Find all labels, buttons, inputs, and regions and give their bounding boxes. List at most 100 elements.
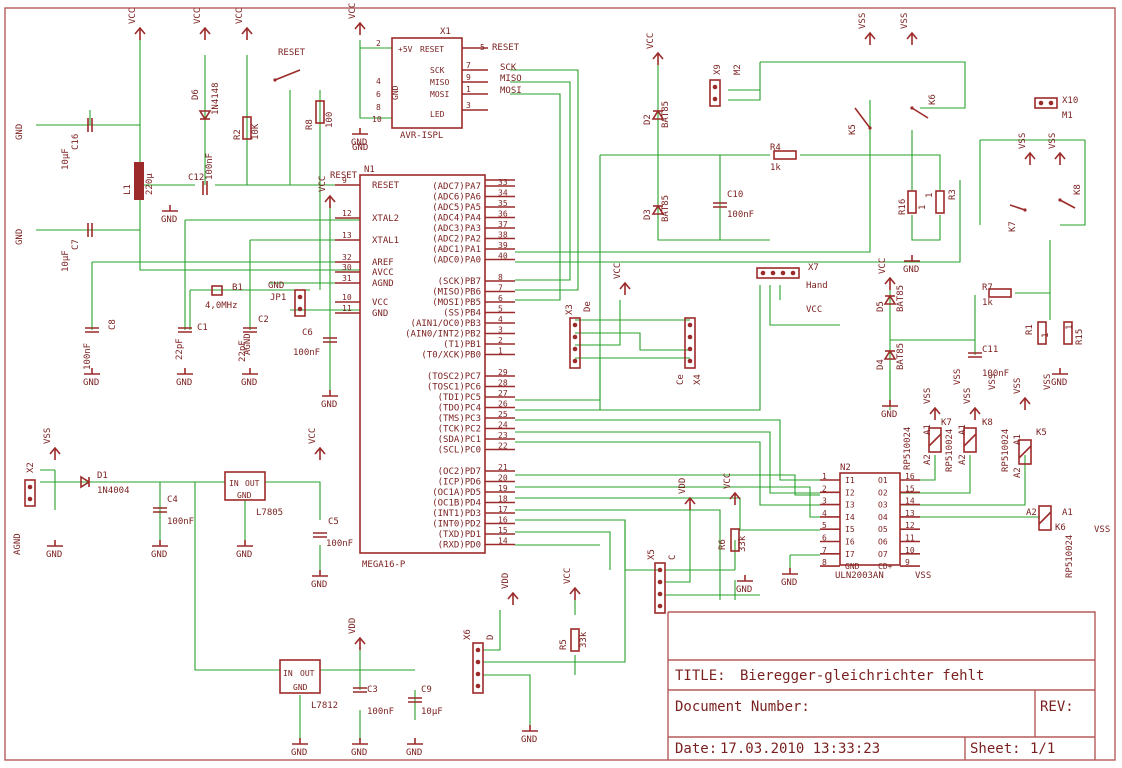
mcu-pin-sclpc0: (SCL)PC0	[438, 446, 481, 456]
mcu-left-pins: RESET9XTAL212XTAL113AREF32AVCC30AGND31VC…	[335, 176, 400, 319]
c5-ref: C5	[328, 517, 339, 527]
r5-value: 33k	[579, 631, 589, 648]
mcu-pin-int0pd2: (INT0)PD2	[432, 520, 481, 530]
regulator-l7805-label: L7805	[256, 508, 283, 518]
isp-pin-5v: +5V	[398, 45, 413, 54]
mcu-pin-num-38: 38	[498, 231, 508, 240]
c11-capacitor	[968, 352, 982, 358]
mcu-pin-num-2: 2	[498, 336, 503, 345]
gnd-l7805: GND	[236, 540, 253, 560]
vcc-isp-label: VCC	[348, 3, 358, 19]
mcu-pin-num-20: 20	[498, 474, 508, 483]
k6r-ref: K6	[1055, 523, 1066, 533]
mcu-pin-num-6: 6	[498, 294, 503, 303]
vcc-l1-label: VCC	[128, 8, 138, 24]
r16-resistor	[907, 190, 917, 214]
x7-hand-connector	[756, 267, 800, 279]
regulator-l7812: IN OUT GND L7812	[279, 659, 338, 711]
vss-k5-label: VSS	[858, 13, 868, 29]
c5-capacitor	[313, 532, 327, 538]
vss-k8r: VSS	[963, 388, 981, 420]
r16-ref: R16	[898, 199, 908, 215]
driver-vss: VSS	[915, 571, 931, 581]
driver-out-o2: O2	[878, 488, 888, 497]
mcu-pin-tckpc2: (TCK)PC2	[438, 425, 481, 435]
driver-in-i7: I7	[845, 550, 855, 559]
x10-ref: X10	[1062, 96, 1078, 106]
mcu-pin-num-1: 1	[498, 347, 503, 356]
svg-text:8: 8	[376, 103, 381, 112]
isp-pin-led: LED	[430, 110, 445, 119]
vcc-mcu-label: VCC	[318, 176, 328, 192]
isp-connector-x1: X1 +5V RESET SCK MISO MOSI GND LED AVR-I…	[352, 27, 522, 153]
driver-out-o3: O3	[878, 501, 888, 510]
k7-ref: K7	[1008, 221, 1018, 232]
svg-text:10: 10	[372, 115, 382, 124]
gnd-c1: GND	[176, 368, 193, 388]
mcu-pin-num-27: 27	[498, 389, 508, 398]
vss-k5r: VSS	[1013, 378, 1031, 410]
b1-ref: B1	[232, 283, 243, 293]
svg-text:1: 1	[466, 85, 471, 94]
vcc-r5-label: VCC	[563, 568, 573, 584]
mcu-pin-ain0int2pb2: (AIN0/INT2)PB2	[405, 330, 481, 340]
mcu-pin-num-31: 31	[342, 274, 352, 283]
svg-text:GND: GND	[293, 683, 308, 692]
isp-part: AVR-ISPL	[400, 131, 443, 141]
mcu-pin-vcc: VCC	[372, 298, 388, 308]
c8-ref: C8	[108, 319, 118, 330]
k6-contact	[910, 106, 929, 119]
mcu-pin-num-11: 11	[342, 304, 352, 313]
c11-vss: VSS	[953, 369, 963, 385]
d1-ref: D1	[97, 471, 108, 481]
x5-connector	[654, 562, 666, 614]
d6-diode	[198, 110, 212, 121]
svg-text:OUT: OUT	[245, 479, 260, 488]
gnd-c7: GND	[15, 229, 25, 245]
c1-value: 22pF	[175, 338, 185, 360]
r15-resistor	[1063, 321, 1073, 345]
mcu-pin-adc7pa7: (ADC7)PA7	[432, 182, 481, 192]
r8-resistor	[315, 100, 325, 124]
c1-ref: C1	[197, 323, 208, 333]
l1-inductor	[134, 162, 144, 200]
vdd-l7812: VDD	[348, 618, 366, 650]
r1-vss: VSS	[1043, 374, 1053, 390]
isp-net-reset: RESET	[492, 43, 520, 53]
mcu-pin-rxdpd0: (RXD)PD0	[438, 541, 481, 551]
mcu-pin-num-17: 17	[498, 505, 508, 514]
isp-pin-gnd: GND	[391, 85, 400, 100]
jp1-jumper	[294, 289, 306, 317]
mcu-pin-num-12: 12	[342, 209, 352, 218]
r3-resistor	[935, 190, 945, 214]
gnd-isp-label: GND	[351, 138, 367, 148]
k7-coil	[928, 427, 942, 453]
c9-ref: C9	[421, 685, 432, 695]
vss-k8-label: VSS	[1048, 133, 1058, 149]
reset-net-label: RESET	[330, 171, 358, 181]
regulator-l7812-label: L7812	[311, 701, 338, 711]
c12-value: 100nF	[205, 153, 215, 180]
a1-k7: A1	[923, 424, 933, 435]
mcu-pin-num-8: 8	[498, 273, 503, 282]
b1-crystal	[211, 285, 223, 296]
vdd-x6-label: VDD	[501, 573, 511, 589]
k8-coil	[963, 427, 977, 453]
vcc-d6-label: VCC	[193, 8, 203, 24]
m1-ref: M1	[1062, 111, 1073, 121]
gnd-isp: GND	[351, 128, 368, 148]
r3-ref: R3	[948, 189, 958, 200]
isp-net-mosi: MOSI	[500, 86, 522, 96]
driver-in-i1: I1	[845, 476, 855, 485]
reset-switch	[273, 69, 301, 82]
c11-ref: C11	[982, 345, 998, 355]
gnd-c12: GND	[161, 205, 178, 225]
x2-ref: X2	[26, 462, 36, 473]
vss-k5: VSS	[858, 13, 876, 45]
mcu-pin-num-18: 18	[498, 495, 508, 504]
driver-ref: N2	[840, 463, 851, 473]
mcu-pin-num-33: 33	[498, 178, 508, 187]
k7r-ref: K7	[941, 418, 952, 428]
